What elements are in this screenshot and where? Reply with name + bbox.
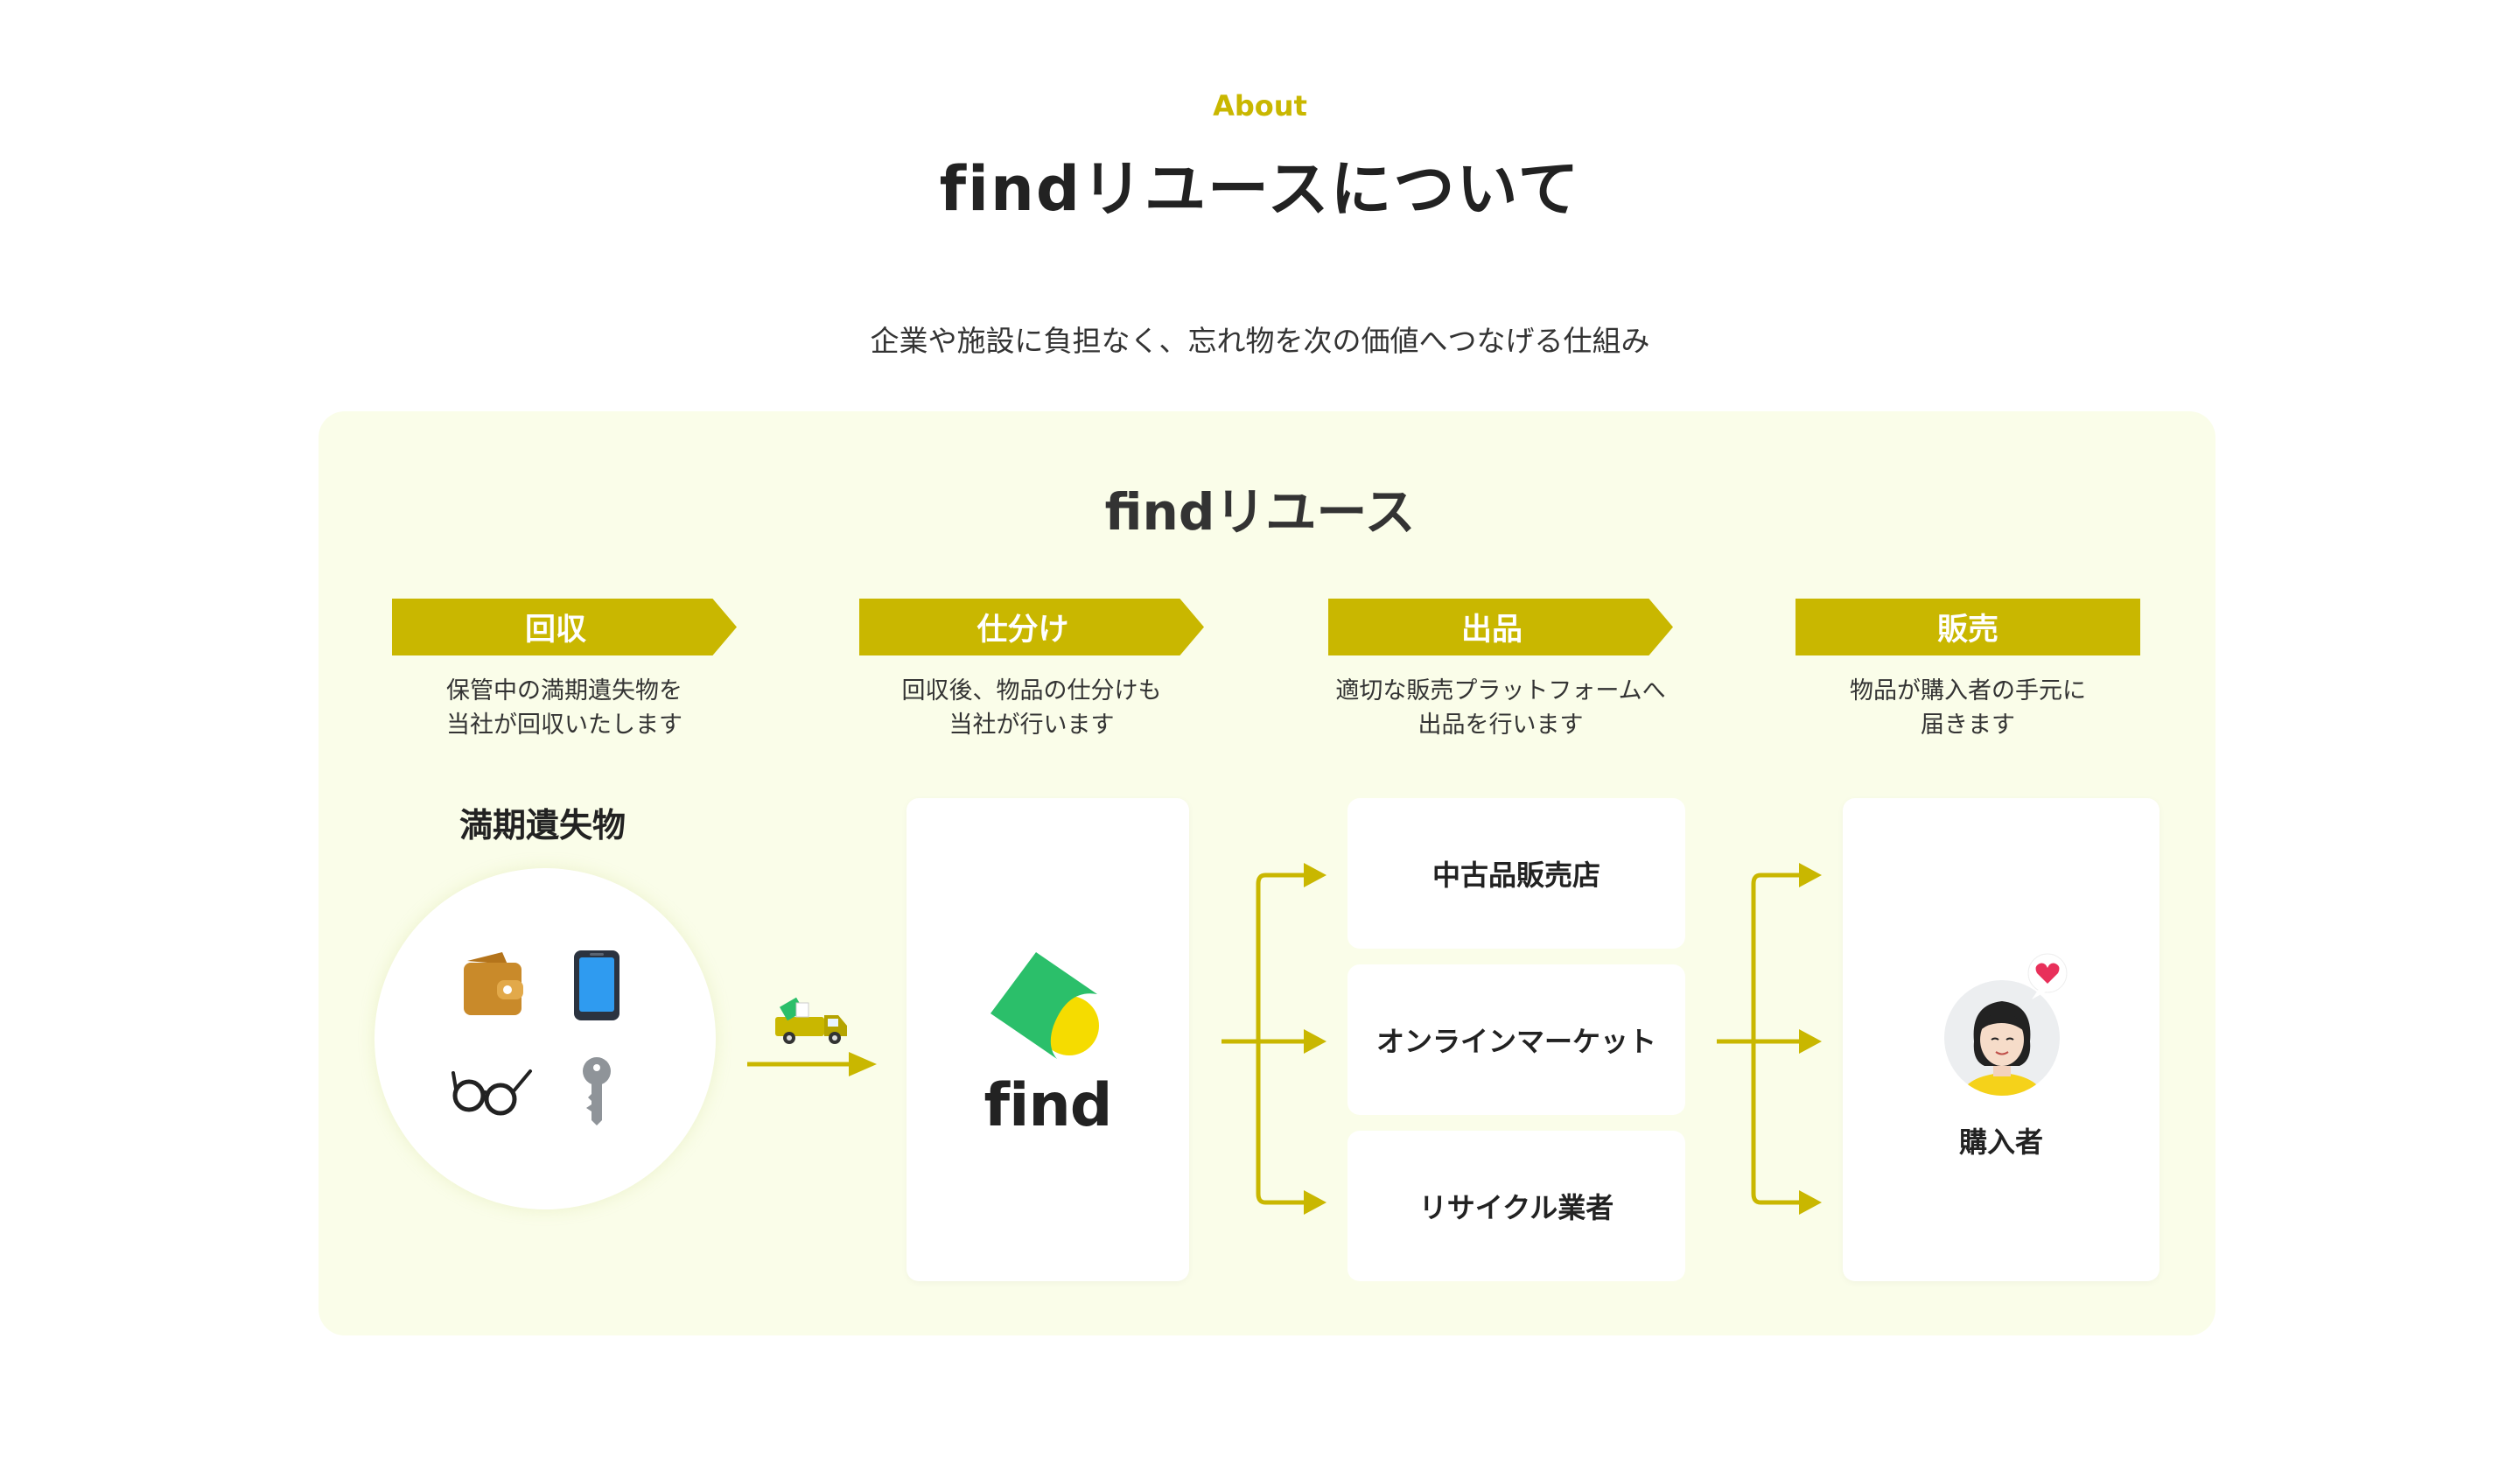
smartphone-icon (574, 950, 620, 1020)
step-label: 回収 (524, 613, 586, 648)
step-sort-desc: 回収後、物品の仕分けも 当社が行います (848, 674, 1215, 742)
desc-line: 適切な販売プラットフォームへ (1335, 677, 1666, 704)
glasses-icon (452, 1069, 532, 1116)
collect-arrow (747, 1052, 877, 1076)
step-label: 仕分け (976, 613, 1069, 648)
items-circle (374, 868, 716, 1209)
key-icon (583, 1057, 611, 1125)
step-collect-desc: 保管中の満期遺失物を 当社が回収いたします (381, 674, 748, 742)
desc-line: 出品を行います (1418, 711, 1584, 739)
outlet-used-goods-store: 中古品販売店 (1348, 798, 1685, 949)
step-collect: 回収 (392, 599, 737, 655)
section-lead: 企業や施設に負担なく、忘れ物を次の価値へつなげる仕組み (870, 324, 1650, 358)
section-eyebrow: About (1213, 89, 1307, 123)
step-list-desc: 適切な販売プラットフォームへ 出品を行います (1317, 674, 1684, 742)
desc-line: 物品が購入者の手元に (1850, 677, 2086, 704)
desc-line: 当社が行います (948, 711, 1115, 739)
outlet-label: 中古品販売店 (1432, 859, 1600, 892)
find-logo-icon (990, 952, 1099, 1059)
outlet-label: オンラインマーケット (1376, 1025, 1656, 1058)
outlet-online-market: オンラインマーケット (1348, 964, 1685, 1115)
section-title: findリユースについて (939, 153, 1581, 225)
desc-line: 届きます (1921, 711, 2015, 739)
wallet-icon (464, 952, 523, 1015)
step-sell-desc: 物品が購入者の手元に 届きます (1784, 674, 2152, 742)
merge-arrows (1717, 863, 1822, 1215)
desc-line: 回収後、物品の仕分けも (901, 677, 1162, 704)
distribute-arrows (1222, 863, 1326, 1215)
step-sell: 販売 (1796, 599, 2140, 655)
step-list: 出品 (1328, 599, 1673, 655)
outlet-label: リサイクル業者 (1418, 1191, 1614, 1224)
desc-line: 保管中の満期遺失物を (446, 677, 682, 704)
step-label: 出品 (1460, 613, 1522, 648)
buyer-label: 購入者 (1958, 1125, 2043, 1159)
panel-title: findリユース (1104, 482, 1416, 542)
desc-line: 当社が回収いたします (446, 711, 682, 739)
items-heading: 満期遺失物 (458, 806, 626, 845)
step-sort: 仕分け (859, 599, 1204, 655)
outlet-recycler: リサイクル業者 (1348, 1131, 1685, 1281)
step-label: 販売 (1936, 613, 1998, 648)
find-logo-text: find (984, 1071, 1113, 1140)
buyer-avatar-icon (1944, 953, 2068, 1096)
truck-icon (775, 997, 847, 1044)
